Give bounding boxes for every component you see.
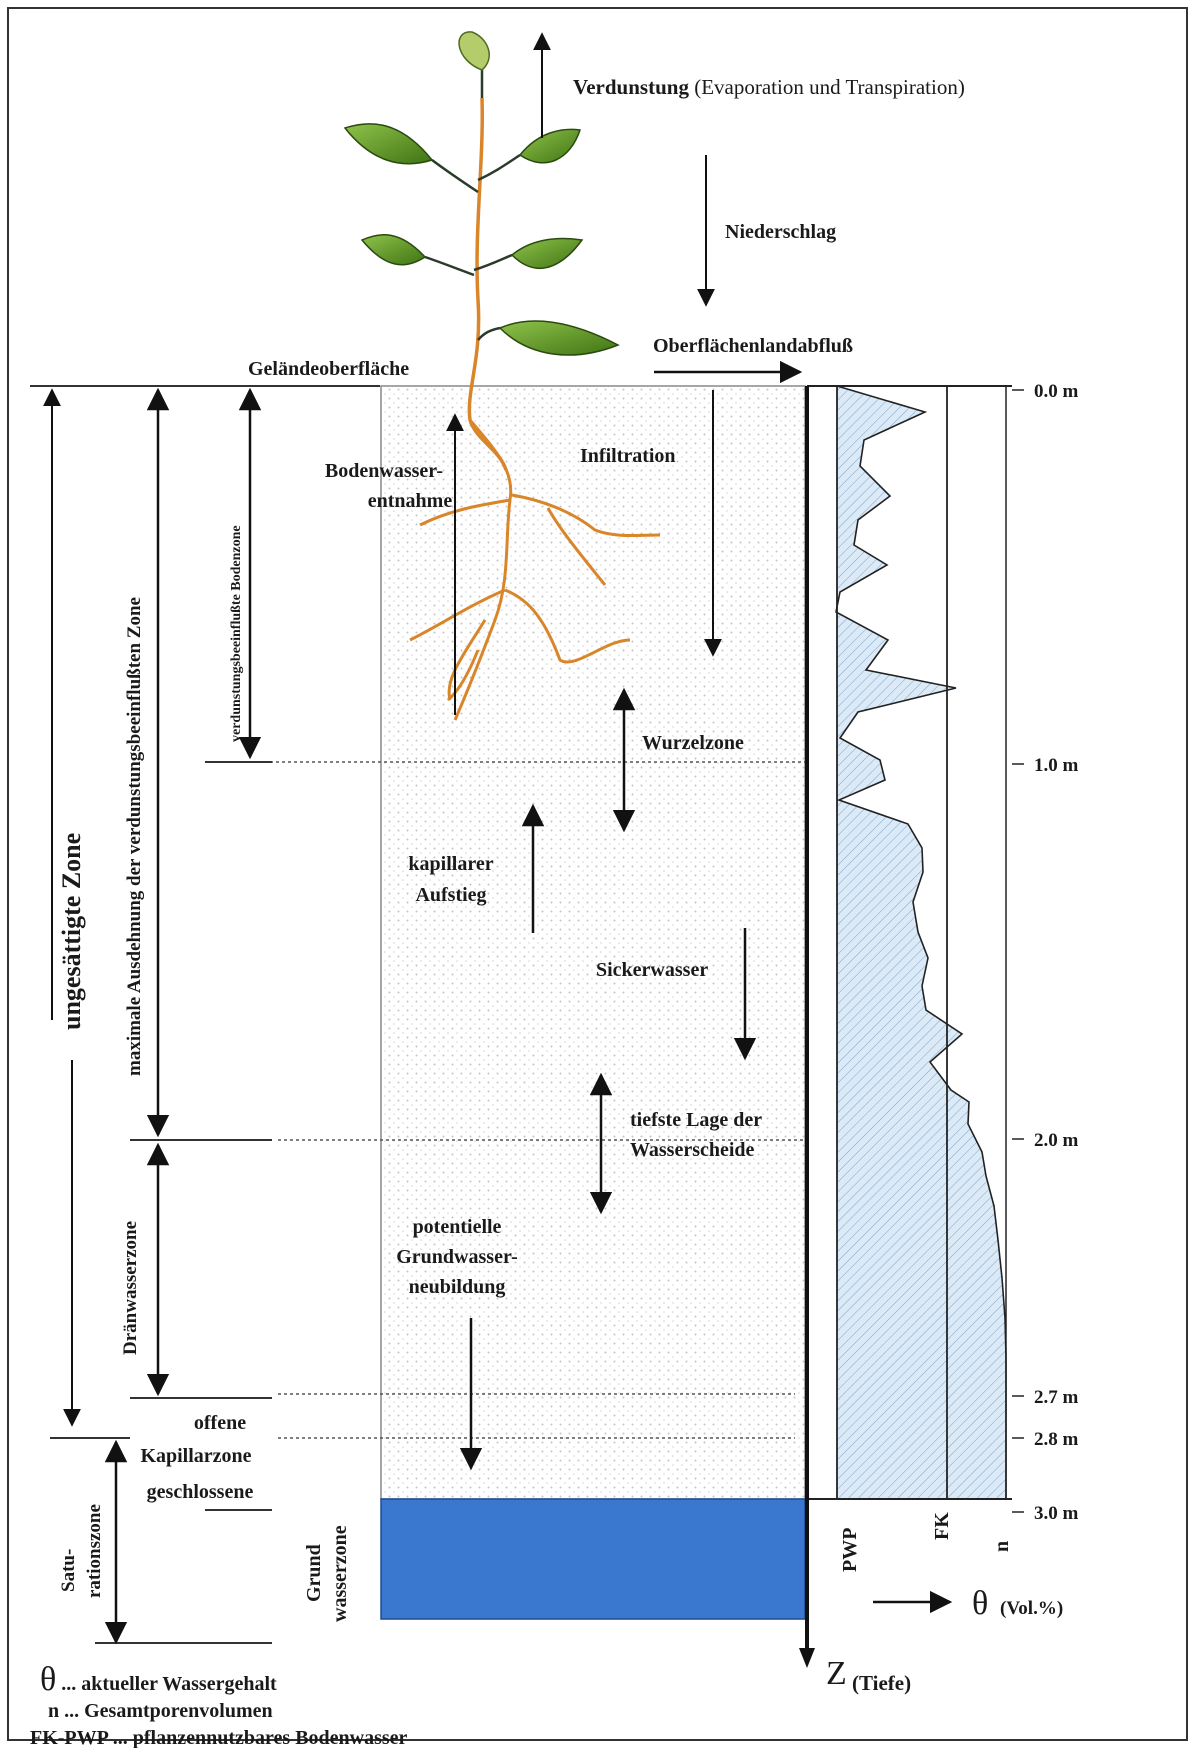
leaf-5 bbox=[500, 321, 618, 355]
unsaturated-zone-label: ungesättigte Zone bbox=[57, 833, 86, 1030]
recharge-label-2: Grundwasser- bbox=[396, 1246, 517, 1268]
groundwater-zone-label-2: wasserzone bbox=[329, 1525, 351, 1622]
pwp-label: PWP bbox=[839, 1528, 861, 1572]
tick-1m: 1.0 m bbox=[1034, 755, 1079, 776]
open-capillary-label: offene bbox=[194, 1412, 246, 1434]
infiltration-label: Infiltration bbox=[580, 445, 676, 467]
theta-symbol: θ bbox=[972, 1585, 988, 1622]
z-axis-unit: (Tiefe) bbox=[852, 1671, 911, 1695]
tick-2m: 2.0 m bbox=[1034, 1130, 1079, 1151]
drain-water-zone-label: Dränwasserzone bbox=[120, 1221, 141, 1355]
saturation-zone-label-1: Satu- bbox=[58, 1549, 79, 1592]
runoff-label: Oberflächenlandabfluß bbox=[653, 335, 853, 357]
leaf-3 bbox=[362, 235, 425, 265]
water-divide-label-2: Wasserscheide bbox=[630, 1139, 755, 1161]
capillary-rise-label-1: kapillarer bbox=[408, 853, 493, 875]
saturation-zone-label-2: rationszone bbox=[84, 1504, 105, 1598]
soil-water-extraction-label-2: entnahme bbox=[368, 490, 453, 512]
tick-0m: 0.0 m bbox=[1034, 381, 1079, 402]
legend-n: n ... Gesamtporenvolumen bbox=[48, 1700, 273, 1722]
root-zone-label: Wurzelzone bbox=[642, 732, 744, 754]
legend-fk-pwp: FK-PWP ... pflanzennutzbares Bodenwasser bbox=[30, 1727, 408, 1748]
top-bud bbox=[459, 32, 489, 70]
legend-theta: θ ... aktueller Wassergehalt bbox=[40, 1661, 277, 1698]
ground-surface-label: Geländeoberfläche bbox=[248, 358, 409, 380]
seepage-label: Sickerwasser bbox=[596, 959, 708, 981]
leaf-4 bbox=[512, 239, 582, 269]
tick-28m: 2.8 m bbox=[1034, 1429, 1079, 1450]
leaf-2 bbox=[520, 129, 580, 162]
n-label: n bbox=[991, 1541, 1013, 1552]
depth-tick-labels: 0.0 m 1.0 m 2.0 m 2.7 m 2.8 m 3.0 m bbox=[1034, 381, 1079, 1524]
z-axis-symbol: Z bbox=[826, 1655, 847, 1692]
legend: θ ... aktueller Wassergehalt n ... Gesam… bbox=[30, 1661, 408, 1748]
tick-3m: 3.0 m bbox=[1034, 1503, 1079, 1524]
capillary-rise-label-2: Aufstieg bbox=[415, 884, 486, 906]
groundwater-block bbox=[381, 1499, 805, 1619]
theta-unit: (Vol.%) bbox=[1000, 1598, 1063, 1619]
evaporation-label: Verdunstung (Evaporation und Transpirati… bbox=[573, 75, 965, 99]
water-divide-label-1: tiefste Lage der bbox=[630, 1109, 762, 1131]
max-evaporation-zone-label: maximale Ausdehnung der verdunstungsbeei… bbox=[124, 597, 145, 1076]
groundwater-zone-label-1: Grund bbox=[303, 1544, 325, 1602]
precipitation-label: Niederschlag bbox=[725, 221, 836, 243]
capillary-zone-label: Kapillarzone bbox=[140, 1445, 251, 1467]
recharge-label-3: neubildung bbox=[409, 1276, 506, 1298]
leaf-1 bbox=[345, 124, 432, 164]
evaporation-soil-zone-label: verdunstungsbeeinflußte Bodenzone bbox=[229, 525, 244, 742]
soil-water-extraction-label-1: Bodenwasser- bbox=[325, 460, 443, 482]
closed-capillary-label: geschlossene bbox=[147, 1481, 254, 1503]
recharge-label-1: potentielle bbox=[413, 1216, 502, 1238]
soil-column bbox=[381, 386, 805, 1499]
fk-label: FK bbox=[931, 1512, 953, 1540]
tick-27m: 2.7 m bbox=[1034, 1387, 1079, 1408]
